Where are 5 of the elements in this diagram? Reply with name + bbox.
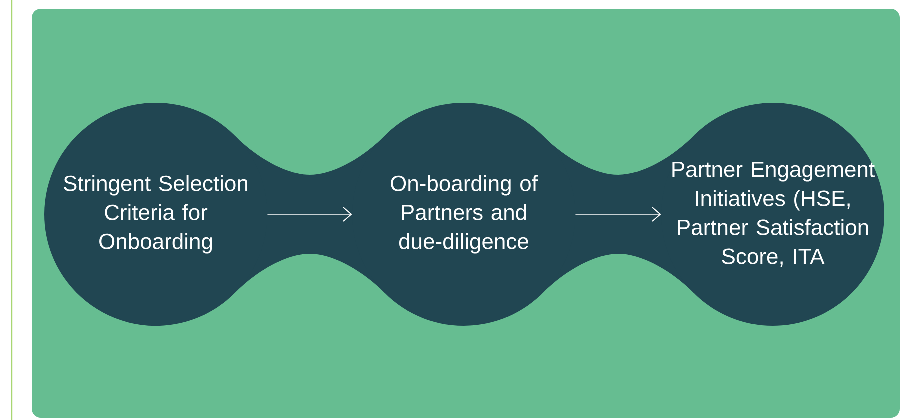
node-label: Stringent Selection Criteria for Onboarding xyxy=(64,175,248,254)
node-label: On-boarding of Partners and due-diligence xyxy=(391,175,538,254)
node-label: Partner Engagement Initiatives (HSE, Partner Satisfaction Score, ITA xyxy=(672,162,875,267)
arrow xyxy=(575,207,662,222)
arrow xyxy=(267,207,352,222)
